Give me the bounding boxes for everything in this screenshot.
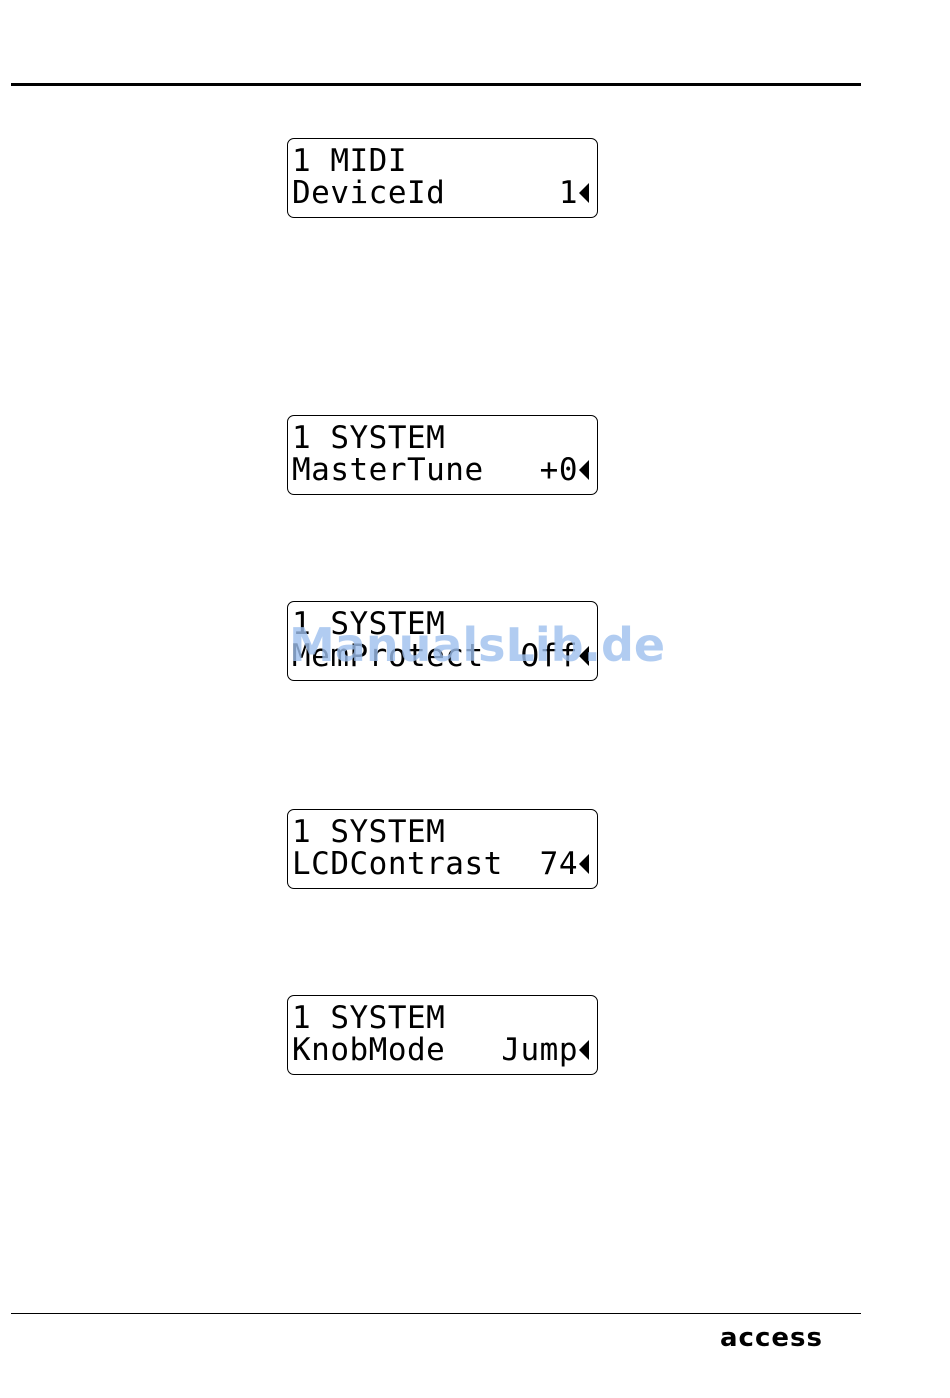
lcd-param-name: DeviceId [292, 177, 445, 209]
top-rule [11, 83, 861, 86]
lcd-display-midi-device-id: 1 MIDI DeviceId 1 [287, 138, 598, 218]
lcd-menu-line: 1 SYSTEM [292, 422, 589, 454]
bottom-rule [11, 1313, 861, 1314]
lcd-param-value: 1 [559, 177, 578, 209]
lcd-menu-line: 1 MIDI [292, 145, 589, 177]
lcd-value-group: 74 [540, 848, 589, 880]
lcd-value-group: +0 [540, 454, 589, 486]
lcd-display-knob-mode: 1 SYSTEM KnobMode Jump [287, 995, 598, 1075]
lcd-value-group: Jump [501, 1034, 589, 1066]
watermark: ManualsLib.de [289, 615, 665, 675]
lcd-display-lcd-contrast: 1 SYSTEM LCDContrast 74 [287, 809, 598, 889]
lcd-menu-line: 1 SYSTEM [292, 1002, 589, 1034]
lcd-menu-line: 1 SYSTEM [292, 816, 589, 848]
lcd-param-name: LCDContrast [292, 848, 503, 880]
lcd-param-value: +0 [540, 454, 578, 486]
lcd-value-group: 1 [559, 177, 589, 209]
lcd-display-master-tune: 1 SYSTEM MasterTune +0 [287, 415, 598, 495]
lcd-param-line: MasterTune +0 [292, 454, 589, 486]
brand-logo: access [720, 1318, 823, 1358]
lcd-param-value: Jump [501, 1034, 578, 1066]
lcd-param-line: DeviceId 1 [292, 177, 589, 209]
left-triangle-cursor-icon [579, 460, 589, 480]
left-triangle-cursor-icon [579, 854, 589, 874]
left-triangle-cursor-icon [579, 1040, 589, 1060]
left-triangle-cursor-icon [579, 183, 589, 203]
lcd-param-name: MasterTune [292, 454, 484, 486]
lcd-param-name: KnobMode [292, 1034, 445, 1066]
lcd-param-line: KnobMode Jump [292, 1034, 589, 1066]
lcd-param-value: 74 [540, 848, 578, 880]
lcd-param-line: LCDContrast 74 [292, 848, 589, 880]
